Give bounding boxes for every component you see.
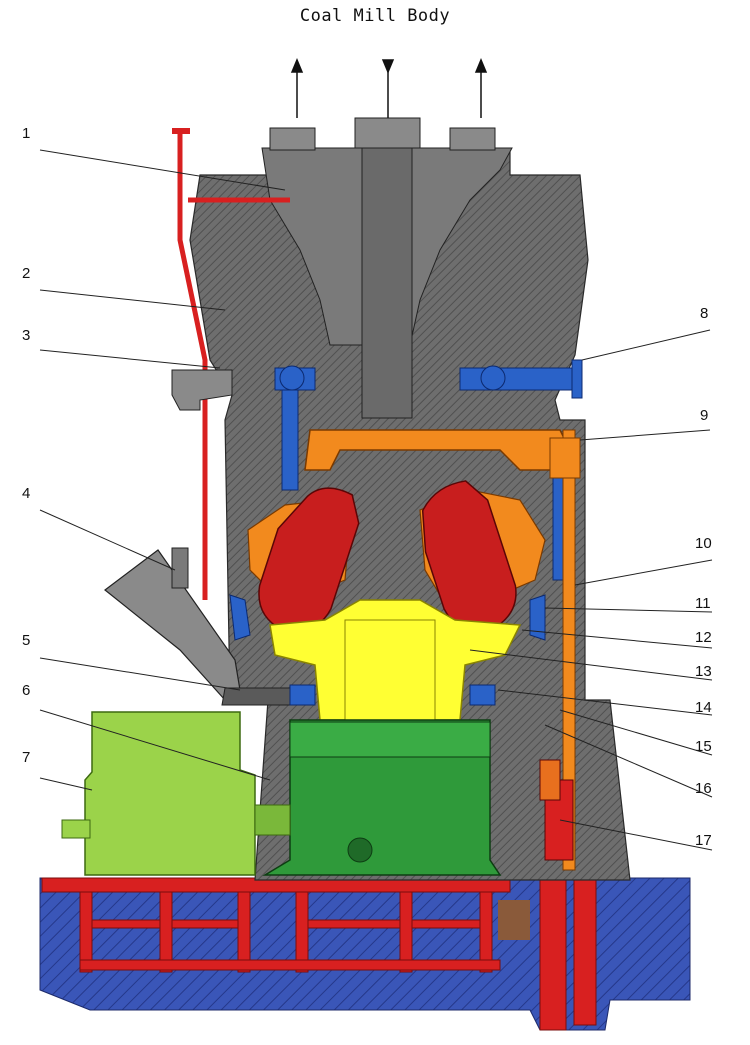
callout-2: 2 xyxy=(22,265,30,282)
callout-10: 10 xyxy=(695,535,712,552)
callout-16: 16 xyxy=(695,780,712,797)
gearbox xyxy=(262,719,502,876)
seal-ring-right xyxy=(529,594,546,641)
gearbox-top xyxy=(289,721,491,758)
flow-arrows xyxy=(290,58,488,118)
rod-head xyxy=(549,437,581,479)
air-inlet-pipes xyxy=(274,359,583,581)
grinding-rollers xyxy=(258,480,517,633)
base-frame xyxy=(41,859,597,1031)
diagram-title: Coal Mill Body xyxy=(299,6,451,26)
motor-shaft xyxy=(61,819,91,839)
callout-1: 1 xyxy=(22,125,30,142)
side-bracket xyxy=(171,369,233,411)
center-feed-tube xyxy=(361,147,413,419)
callout-6: 6 xyxy=(22,682,30,699)
outlet-duct-left xyxy=(269,127,316,151)
callout-12: 12 xyxy=(695,629,712,646)
outlet-duct-right xyxy=(449,127,496,151)
seal-air-pipe xyxy=(177,132,290,600)
pipe-cap xyxy=(172,128,190,134)
callout-7: 7 xyxy=(22,749,30,766)
callout-14: 14 xyxy=(695,699,712,716)
gearbox-shaft xyxy=(347,837,373,863)
outlet-duct-center xyxy=(354,117,421,149)
callout-8: 8 xyxy=(700,305,708,322)
hydraulic-piston xyxy=(539,759,561,801)
feed-chute-hopper xyxy=(221,687,296,706)
table-hub xyxy=(344,619,436,721)
callouts: 1 2 3 4 5 6 7 8 9 10 11 12 13 14 15 16 1… xyxy=(22,125,713,851)
reject-blue-right xyxy=(469,684,496,706)
callout-3: 3 xyxy=(22,327,30,344)
callout-5: 5 xyxy=(22,632,30,649)
callout-9: 9 xyxy=(700,407,708,424)
callout-4: 4 xyxy=(22,485,30,502)
reject-blue-left xyxy=(289,684,316,706)
base-pad xyxy=(498,900,530,940)
callout-11: 11 xyxy=(695,595,711,612)
chute-valve xyxy=(171,547,189,589)
callout-17: 17 xyxy=(695,832,712,849)
callout-13: 13 xyxy=(695,663,712,680)
coupling xyxy=(254,804,291,836)
motor xyxy=(84,711,256,876)
seal-ring-left xyxy=(229,594,251,641)
tension-rod xyxy=(562,429,576,871)
